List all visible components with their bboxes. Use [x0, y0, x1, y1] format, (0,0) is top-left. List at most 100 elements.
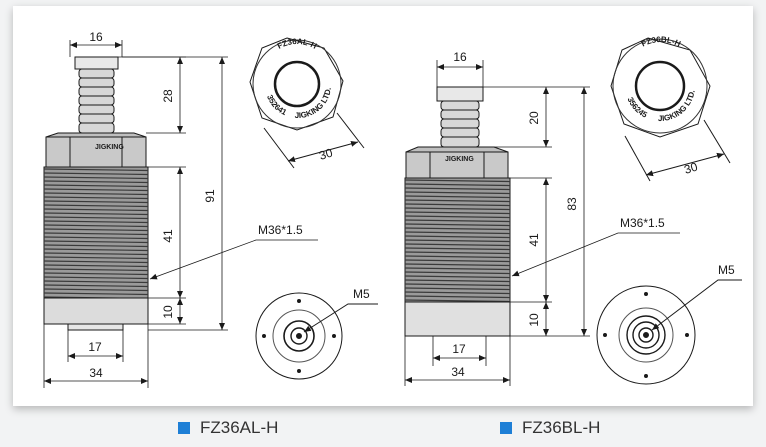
thread-line: [404, 179, 511, 183]
right-dim-body-width: 34: [451, 365, 465, 379]
right-thread-lines: [404, 179, 511, 303]
thread-line: [43, 240, 149, 244]
thread-line: [43, 220, 149, 224]
left-connector-view: [255, 292, 378, 380]
thread-line: [43, 244, 149, 248]
thread-line: [404, 259, 511, 263]
thread-line: [43, 292, 149, 296]
left-dim-bottom-height: 10: [161, 305, 175, 319]
thread-line: [404, 183, 511, 187]
left-dim-bottom-inner: 17: [88, 340, 102, 354]
thread-line: [43, 204, 149, 208]
thread-line: [404, 283, 511, 287]
thread-line: [43, 216, 149, 220]
left-sensor: [43, 56, 149, 331]
right-dim-total-height: 83: [565, 197, 579, 211]
right-top-cap: [436, 86, 484, 102]
thread-line: [404, 187, 511, 191]
thread-line: [43, 224, 149, 228]
thread-line: [404, 203, 511, 207]
right-dim-face-width: 30: [682, 159, 699, 176]
thread-line: [404, 279, 511, 283]
thread-line: [43, 288, 149, 292]
right-dimensions: [404, 60, 680, 386]
thread-line: [404, 231, 511, 235]
right-nut: [405, 151, 509, 179]
right-body-mark: JIGKING: [445, 156, 474, 163]
thread-line: [404, 223, 511, 227]
right-face-view: [610, 37, 731, 182]
thread-line: [404, 247, 511, 251]
thread-line: [404, 191, 511, 195]
left-connector-label: M5: [353, 287, 370, 301]
thread-line: [404, 299, 511, 303]
left-dim-face-width: 30: [317, 145, 334, 162]
left-dim-top-height: 28: [161, 89, 175, 103]
thread-line: [404, 287, 511, 291]
right-caption-label: FZ36BL-H: [522, 418, 601, 437]
thread-line: [43, 248, 149, 252]
thread-line: [404, 227, 511, 231]
thread-line: [43, 284, 149, 288]
left-bottom-tip: [67, 323, 124, 331]
thread-line: [404, 215, 511, 219]
left-boot: [78, 68, 115, 134]
thread-line: [404, 235, 511, 239]
right-connector-label: M5: [718, 263, 735, 277]
thread-line: [43, 168, 149, 172]
thread-line: [43, 196, 149, 200]
thread-line: [43, 236, 149, 240]
thread-line: [43, 252, 149, 256]
thread-line: [404, 239, 511, 243]
thread-line: [43, 256, 149, 260]
thread-line: [404, 199, 511, 203]
thread-line: [43, 212, 149, 216]
thread-line: [43, 172, 149, 176]
thread-line: [404, 255, 511, 259]
thread-line: [43, 264, 149, 268]
thread-line: [43, 280, 149, 284]
thread-line: [404, 291, 511, 295]
left-dim-top-width: 16: [89, 30, 103, 44]
left-body-mark: JIGKING: [95, 144, 124, 151]
left-caption-square-icon: [178, 422, 190, 434]
thread-line: [404, 271, 511, 275]
left-thread-lines: [43, 168, 149, 300]
left-nut: [45, 136, 147, 168]
left-top-cap: [74, 56, 119, 70]
thread-line: [43, 260, 149, 264]
thread-line: [43, 268, 149, 272]
right-dim-bottom-height: 10: [527, 313, 541, 327]
right-caption-square-icon: [500, 422, 512, 434]
thread-line: [43, 232, 149, 236]
thread-line: [404, 251, 511, 255]
left-dim-total-height: 91: [203, 189, 217, 203]
left-bottom-housing: [43, 297, 149, 325]
left-caption: FZ36AL-H: [178, 418, 278, 438]
thread-line: [43, 200, 149, 204]
left-dim-thread-height: 41: [161, 229, 175, 243]
left-dim-body-width: 34: [89, 366, 103, 380]
left-caption-label: FZ36AL-H: [200, 418, 279, 437]
right-connector-view: [596, 279, 742, 385]
thread-line: [43, 188, 149, 192]
right-dim-bottom-inner: 17: [452, 342, 466, 356]
thread-line: [43, 272, 149, 276]
thread-line: [43, 192, 149, 196]
right-dim-top-width: 16: [453, 50, 467, 64]
thread-line: [404, 275, 511, 279]
thread-line: [404, 211, 511, 215]
right-bottom-housing: [404, 301, 511, 337]
thread-line: [404, 219, 511, 223]
thread-line: [43, 228, 149, 232]
right-dim-top-height: 20: [527, 111, 541, 125]
thread-line: [404, 207, 511, 211]
right-boot: [440, 100, 480, 148]
thread-line: [404, 263, 511, 267]
right-thread-label: M36*1.5: [620, 216, 665, 230]
thread-line: [43, 276, 149, 280]
thread-line: [404, 195, 511, 199]
thread-line: [43, 180, 149, 184]
thread-line: [43, 184, 149, 188]
